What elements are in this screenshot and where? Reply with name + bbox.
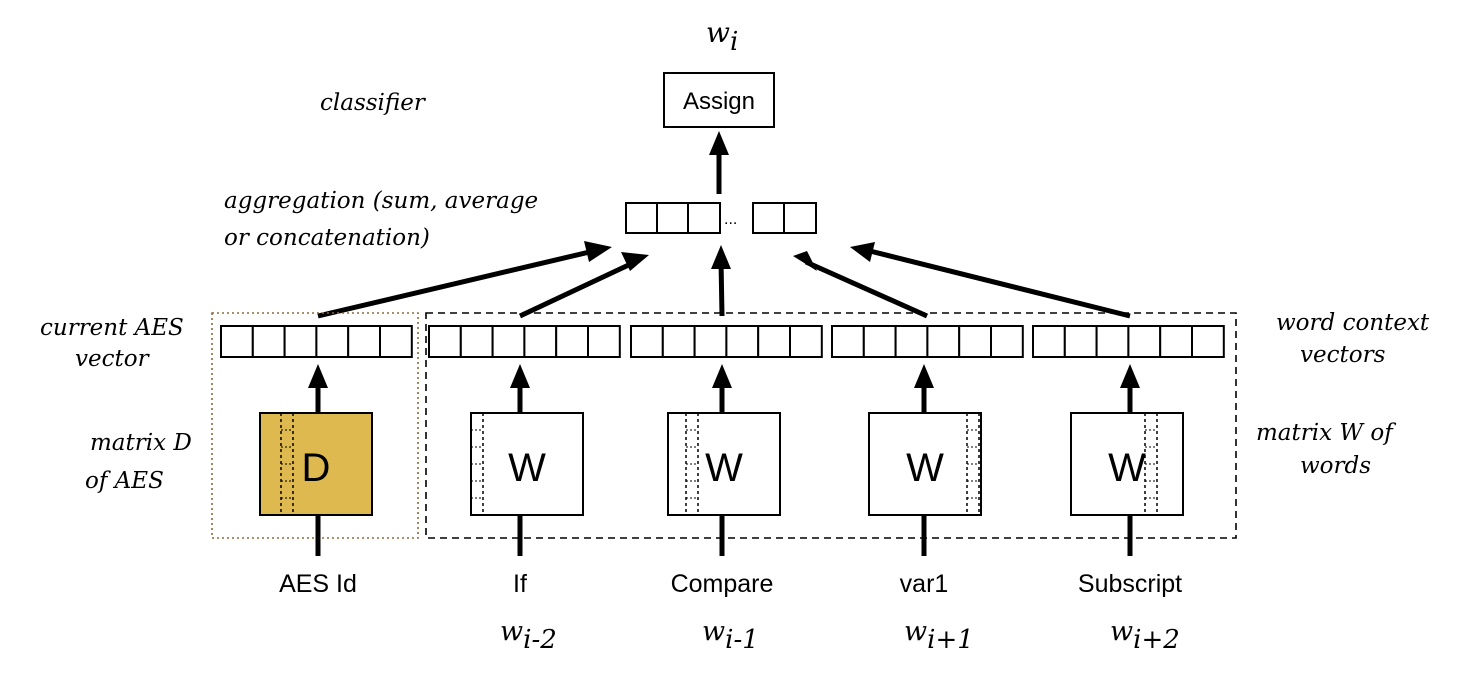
word-context-vector xyxy=(1032,325,1225,358)
aggregated-vector xyxy=(625,202,817,234)
input-word-3: var1 xyxy=(900,570,949,598)
input-word-2: Compare xyxy=(671,570,774,598)
matrix-w-letter: W xyxy=(906,446,944,490)
matrix-w-letter: W xyxy=(1108,446,1146,490)
input-word-4: Subscript xyxy=(1078,570,1182,598)
vector-cell xyxy=(789,325,823,358)
arrow-to-classifier-head xyxy=(709,131,729,155)
matrix-w-label-line2: words xyxy=(1300,453,1371,479)
matrix-to-vector-arrowhead xyxy=(914,364,934,388)
matrix-to-vector-arrowhead xyxy=(308,364,328,388)
words-group-border xyxy=(425,312,1237,539)
matrix-w xyxy=(1070,412,1184,516)
matrix-to-vector-arrowhead xyxy=(712,364,732,388)
vector-cell xyxy=(491,325,526,358)
vector-cell xyxy=(251,325,286,358)
context-vectors-label-line2: vectors xyxy=(1300,342,1386,368)
matrix-d-label-line1: matrix D xyxy=(90,430,192,456)
classifier-label: classifier xyxy=(320,90,427,116)
vector-cell xyxy=(926,325,961,358)
matrix-d-label-line2: of AES xyxy=(85,468,164,494)
vector-cell xyxy=(1063,325,1098,358)
vector-cell xyxy=(459,325,494,358)
vector-cell xyxy=(428,325,462,358)
vector-cell xyxy=(347,325,382,358)
aggregation-label-line1: aggregation (sum, average xyxy=(224,188,538,214)
vector-cell xyxy=(555,325,590,358)
vector-cell xyxy=(1159,325,1193,358)
word-position-label: wi-1 xyxy=(702,616,759,655)
word-context-vector xyxy=(630,325,823,358)
vector-cell xyxy=(757,325,792,358)
vector-cell xyxy=(315,325,350,358)
column-3: W Compare wi-1 xyxy=(630,325,823,655)
matrix-d-letter: D xyxy=(302,446,331,490)
column-2: W If wi-2 xyxy=(428,325,621,655)
column-1: D AES Id xyxy=(220,325,413,598)
matrix-w-letter: W xyxy=(705,446,743,490)
aes-vector xyxy=(220,325,413,358)
column-5: W Subscript wi+2 xyxy=(1032,325,1225,655)
vector-cell xyxy=(1095,325,1130,358)
aggregation-ellipsis: ... xyxy=(724,211,737,228)
aggregation-label-line2: or concatenation) xyxy=(224,225,430,251)
vector-cell xyxy=(725,325,760,358)
vector-cell xyxy=(958,325,993,358)
aggregation-arrowheads xyxy=(584,241,875,271)
matrix-w xyxy=(868,412,982,516)
classifier-box-label: Assign xyxy=(683,88,755,115)
vector-cell xyxy=(894,325,929,358)
input-word-1: If xyxy=(513,570,527,598)
word-position-label: wi-2 xyxy=(500,616,557,655)
matrix-to-vector-arrowhead xyxy=(1120,364,1140,388)
vector-cell xyxy=(661,325,696,358)
aggregation-arrows xyxy=(317,247,1131,319)
aes-vector-label-line2: vector xyxy=(75,346,151,372)
vector-cell xyxy=(379,325,413,358)
word-context-vector xyxy=(428,325,621,358)
matrix-to-vector-arrowhead xyxy=(510,364,530,388)
vector-cell xyxy=(523,325,558,358)
vector-cell xyxy=(220,325,254,358)
context-vectors-label-line1: word context xyxy=(1276,310,1430,336)
vector-cell xyxy=(693,325,728,358)
vector-cell xyxy=(1191,325,1225,358)
vector-cell xyxy=(1127,325,1162,358)
classifier-box xyxy=(663,72,775,128)
matrix-w xyxy=(470,412,584,516)
word-context-vector xyxy=(831,325,1024,358)
matrix-w-letter: W xyxy=(508,446,546,490)
vector-cell xyxy=(630,325,664,358)
vector-cell xyxy=(1032,325,1066,358)
word-position-label: wi+1 xyxy=(904,616,974,655)
vector-cell xyxy=(831,325,865,358)
output-word: wi xyxy=(706,16,738,57)
vector-cell xyxy=(587,325,621,358)
aes-id-label: AES Id xyxy=(279,570,357,598)
word-position-label: wi+2 xyxy=(1110,616,1180,655)
vector-cell xyxy=(283,325,318,358)
vector-cell xyxy=(990,325,1024,358)
matrix-w-label-line1: matrix W of xyxy=(1256,420,1396,446)
matrix-d xyxy=(259,412,373,516)
aes-vector-label-line1: current AES xyxy=(40,315,184,341)
vector-cell xyxy=(862,325,897,358)
